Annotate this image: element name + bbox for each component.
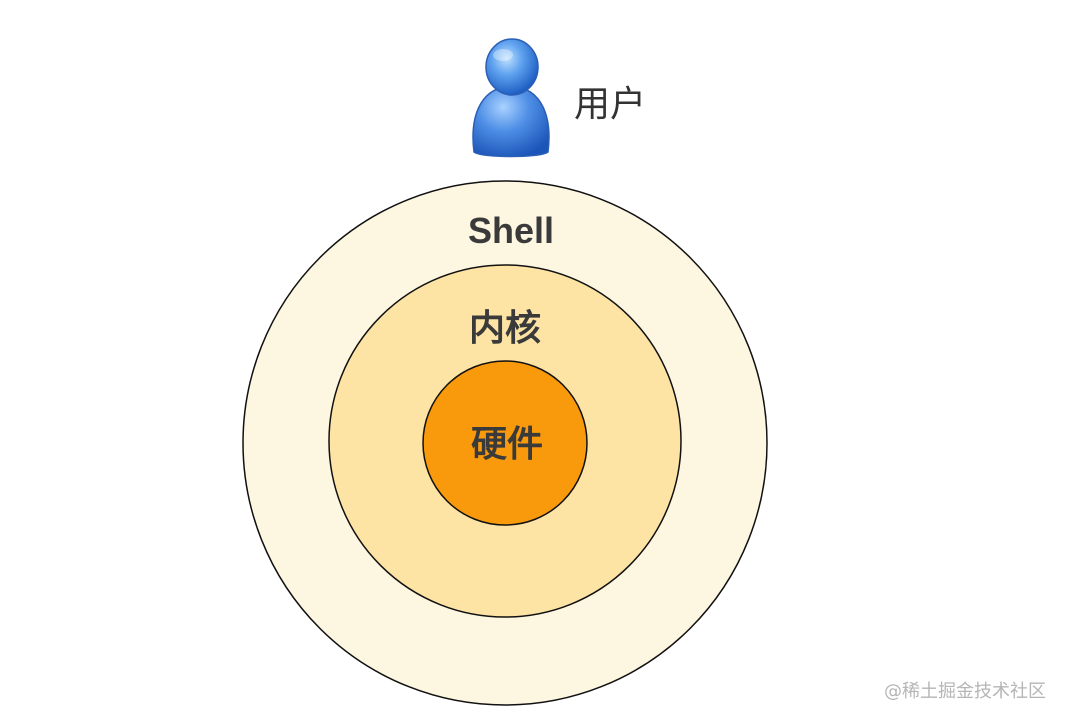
hardware-label: 硬件 xyxy=(470,424,544,465)
shell-label: Shell xyxy=(467,210,555,251)
user-icon xyxy=(472,38,550,158)
kernel-label: 内核 xyxy=(468,308,542,349)
watermark: @稀土掘金技术社区 xyxy=(884,681,1046,702)
user-label: 用户 xyxy=(573,84,647,125)
hardware-layer xyxy=(422,360,588,526)
